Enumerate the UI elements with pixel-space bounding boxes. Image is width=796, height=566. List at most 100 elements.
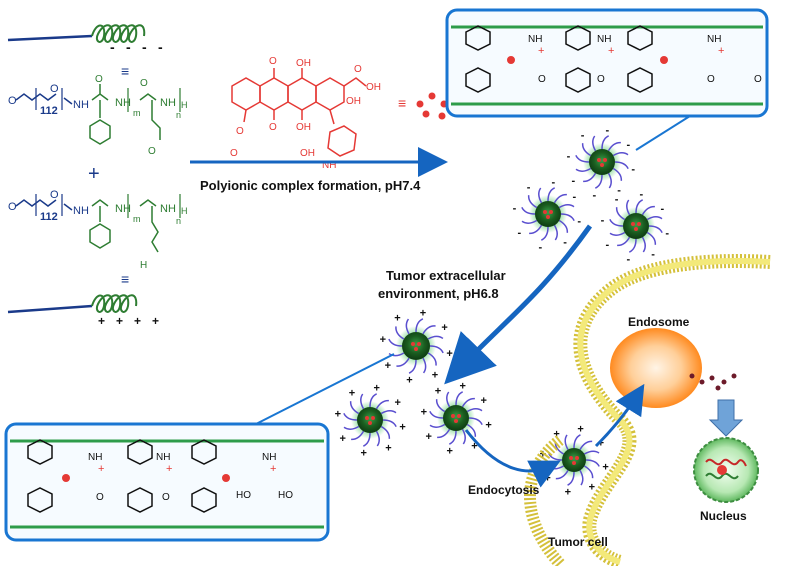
svg-text:NH: NH [707, 34, 721, 45]
svg-text:+: + [425, 431, 431, 443]
doxorubicin-structure [231, 68, 367, 157]
svg-text:n: n [176, 110, 181, 120]
svg-text:+: + [399, 422, 405, 434]
svg-text:+: + [608, 45, 614, 57]
svg-text:-: - [142, 39, 147, 55]
zoom-connector-top [635, 115, 691, 151]
cell-membrane [524, 254, 771, 566]
svg-text:NH: NH [160, 97, 176, 109]
cationic-block-copolymer: O O 112 NH NH m H NH H n [8, 189, 188, 271]
svg-text:-: - [581, 129, 585, 141]
endocytosis-label: Endocytosis [468, 483, 540, 497]
svg-text:NH: NH [597, 34, 611, 45]
svg-text:NH: NH [88, 452, 102, 463]
svg-text:112: 112 [40, 211, 58, 223]
svg-text:+: + [544, 473, 550, 485]
svg-text:NH: NH [528, 34, 542, 45]
svg-text:+: + [421, 406, 427, 418]
svg-text:+: + [577, 424, 583, 436]
svg-text:O: O [50, 189, 59, 201]
neg-nanoparticle-2: -------- [513, 177, 582, 254]
svg-text:+: + [435, 385, 441, 397]
svg-text:O: O [50, 83, 59, 95]
svg-text:+: + [152, 314, 159, 328]
svg-text:+: + [602, 461, 608, 473]
svg-text:H: H [181, 206, 188, 216]
svg-text:O: O [597, 74, 605, 85]
svg-text:HO: HO [278, 490, 293, 501]
svg-text:-: - [538, 241, 542, 253]
svg-text:-: - [158, 39, 163, 55]
svg-text:NH: NH [262, 452, 276, 463]
svg-text:NH: NH [322, 160, 336, 171]
svg-text:+: + [385, 443, 391, 455]
zoom-box-top: NH NH NH O O O O + + + [445, 8, 769, 118]
svg-text:+: + [98, 463, 104, 475]
pos-nanoparticle-3: ++++++++ [421, 381, 492, 458]
svg-text:+: + [98, 314, 105, 328]
svg-text:O: O [707, 74, 715, 85]
svg-text:-: - [571, 175, 575, 187]
tumor-env-label-1: Tumor extracellular [386, 268, 506, 283]
svg-text:O: O [754, 74, 762, 85]
plus-sign: + [88, 163, 100, 185]
svg-text:+: + [471, 441, 477, 453]
svg-text:-: - [513, 202, 517, 214]
doxorubicin-labels: O OH O OH O OH OH O O OH NH [230, 56, 381, 171]
svg-text:+: + [395, 397, 401, 409]
zoom-connector-bottom [255, 353, 395, 425]
svg-text:O: O [95, 74, 103, 85]
svg-text:NH: NH [115, 97, 131, 109]
svg-text:H: H [140, 260, 147, 271]
svg-text:+: + [460, 381, 466, 393]
svg-text:O: O [140, 78, 148, 89]
svg-text:+: + [335, 408, 341, 420]
svg-text:112: 112 [40, 105, 58, 117]
svg-text:O: O [148, 146, 156, 157]
zoom-box-bottom: NH NH NH O O HO HO + + + [4, 422, 330, 542]
svg-text:O: O [354, 64, 362, 75]
anionic-block-copolymer: O O 112 NH O NH m O O NH H n [8, 74, 188, 157]
svg-text:+: + [406, 374, 412, 386]
tumor-cell-label: Tumor cell [548, 535, 608, 549]
svg-text:+: + [134, 314, 141, 328]
nucleus-label: Nucleus [700, 509, 747, 523]
svg-text:O: O [538, 74, 546, 85]
svg-text:-: - [640, 189, 644, 201]
svg-text:-: - [615, 193, 619, 205]
svg-text:OH: OH [296, 122, 311, 133]
svg-text:OH: OH [296, 58, 311, 69]
neg-nanoparticles: ------------------------ [513, 125, 670, 266]
svg-text:-: - [605, 239, 609, 251]
svg-text:+: + [339, 433, 345, 445]
svg-text:m: m [133, 214, 141, 224]
pos-nanoparticle-4: ++++++++ [540, 424, 609, 499]
svg-text:m: m [133, 108, 141, 118]
svg-text:+: + [441, 322, 447, 334]
tumor-env-label-2: environment, pH6.8 [378, 286, 499, 301]
svg-text:+: + [446, 348, 452, 360]
svg-text:NH: NH [73, 99, 89, 111]
anionic-polymer-coil: - - - - [7, 24, 163, 55]
svg-text:-: - [631, 164, 635, 176]
svg-text:O: O [230, 148, 238, 159]
svg-text:+: + [420, 308, 426, 320]
svg-text:+: + [565, 486, 571, 498]
svg-text:-: - [665, 228, 669, 240]
nucleus [693, 437, 759, 503]
svg-text:-: - [567, 150, 571, 162]
svg-text:O: O [269, 122, 277, 133]
svg-text:OH: OH [300, 148, 315, 159]
pos-nanoparticle-2: ++++++++ [335, 383, 406, 460]
svg-text:OH: OH [366, 82, 381, 93]
svg-text:-: - [592, 189, 596, 201]
released-drug [689, 373, 737, 391]
svg-text:+: + [553, 428, 559, 440]
endosome [610, 328, 702, 408]
svg-text:+: + [538, 45, 544, 57]
svg-text:NH: NH [160, 203, 176, 215]
svg-text:+: + [598, 437, 604, 449]
svg-text:+: + [446, 445, 452, 457]
transition-arrow [444, 224, 593, 385]
svg-text:+: + [394, 313, 400, 325]
